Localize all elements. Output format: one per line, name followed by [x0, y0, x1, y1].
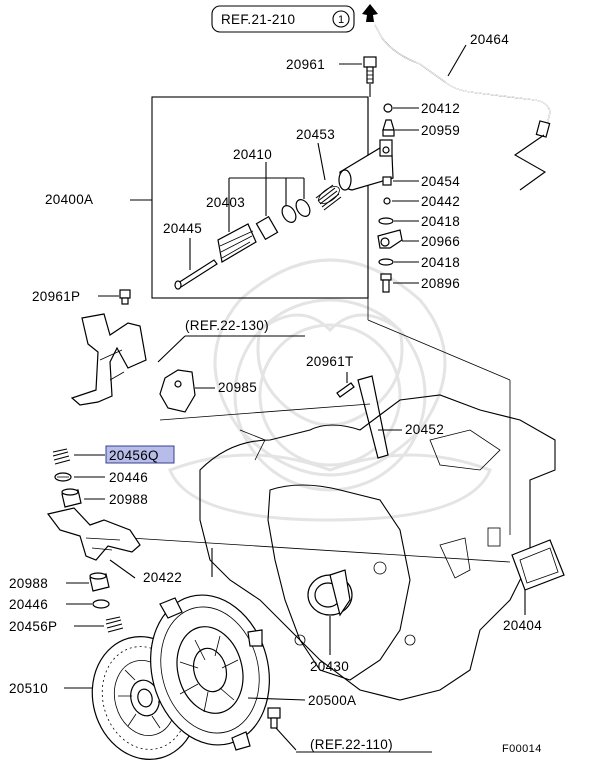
part-20456P-spring[interactable] [105, 616, 124, 633]
part-20896-eyebolt[interactable] [380, 273, 392, 293]
transmission-housing [199, 394, 556, 701]
label-20961: 20961 [286, 57, 325, 72]
label-20453: 20453 [296, 127, 335, 142]
part-20961P-bolt[interactable] [119, 289, 131, 305]
part-20966-union[interactable] [377, 229, 403, 249]
label-20422: 20422 [143, 570, 182, 585]
figure-code: F00014 [502, 743, 542, 755]
part-20422-release-fork[interactable] [46, 507, 141, 561]
ref-mid-label: (REF.22-130) [185, 318, 269, 333]
part-20410-seals[interactable] [255, 197, 312, 241]
ref-top-label: REF.21-210 [221, 12, 295, 27]
label-20454: 20454 [421, 174, 460, 189]
part-20988-bushing-b[interactable] [89, 572, 110, 592]
label-20464: 20464 [470, 32, 509, 47]
label-20456P: 20456P [9, 619, 57, 634]
label-20418-a: 20418 [421, 214, 460, 229]
label-20410: 20410 [233, 147, 272, 162]
label-20446-a: 20446 [109, 470, 148, 485]
part-20445-pushrod[interactable] [174, 259, 218, 290]
part-20446-clip-b[interactable] [92, 599, 110, 609]
part-20985-bracket[interactable] [159, 369, 196, 413]
part-20456Q-spring[interactable] [52, 448, 71, 465]
label-20985: 20985 [218, 380, 257, 395]
part-20464-hose[interactable] [374, 24, 551, 191]
part-20452-shaft[interactable] [357, 375, 389, 459]
ref-top-box[interactable]: REF.21-210 1 [211, 5, 355, 33]
label-20961P: 20961P [32, 289, 80, 304]
label-20510: 20510 [9, 681, 48, 696]
part-bracket[interactable] [70, 313, 147, 406]
part-bottom-bolt[interactable] [267, 707, 281, 729]
part-20454-clip[interactable] [382, 176, 392, 186]
part-20961T-bolt[interactable] [336, 382, 355, 398]
label-20446-b: 20446 [9, 597, 48, 612]
label-20412: 20412 [421, 101, 460, 116]
label-20896: 20896 [421, 276, 460, 291]
label-20400A: 20400A [45, 192, 93, 207]
label-20430: 20430 [310, 659, 349, 674]
label-20404: 20404 [503, 618, 542, 633]
label-20500A: 20500A [308, 693, 356, 708]
label-20403: 20403 [206, 195, 245, 210]
part-20453-spring[interactable] [315, 183, 343, 211]
part-20403-boot[interactable] [217, 223, 257, 263]
part-20412-cap[interactable] [383, 103, 393, 113]
part-20418-washer-b[interactable] [378, 258, 394, 266]
label-20988-b: 20988 [9, 576, 48, 591]
label-20452: 20452 [405, 422, 444, 437]
label-20445: 20445 [163, 221, 202, 236]
label-20966: 20966 [421, 234, 460, 249]
arrow-icon [362, 4, 378, 22]
label-20961T: 20961T [306, 354, 354, 369]
ref-bottom-label: (REF.22-110) [310, 737, 393, 752]
part-cylinder-body[interactable] [338, 139, 394, 191]
part-20430-release-bearing[interactable] [307, 569, 353, 617]
highlight-20456Q [105, 445, 175, 464]
label-20988-a: 20988 [109, 492, 148, 507]
part-20404-boot[interactable] [511, 539, 565, 591]
part-20418-washer-a[interactable] [378, 217, 394, 225]
label-20442: 20442 [421, 194, 460, 209]
watermark-emblem [168, 258, 492, 522]
part-20446-clip-a[interactable] [54, 472, 72, 482]
part-20442-pin[interactable] [383, 197, 391, 205]
label-20959: 20959 [421, 123, 460, 138]
label-20418-b: 20418 [421, 255, 460, 270]
part-20500A-pressure-plate[interactable] [134, 582, 285, 759]
ref-top-circle-label: 1 [338, 14, 345, 26]
part-20961-bolt[interactable] [363, 56, 377, 84]
part-20959-bleeder[interactable] [382, 119, 395, 137]
label-20456Q[interactable]: 20456Q [109, 448, 159, 463]
part-20988-bushing-a[interactable] [61, 488, 82, 508]
